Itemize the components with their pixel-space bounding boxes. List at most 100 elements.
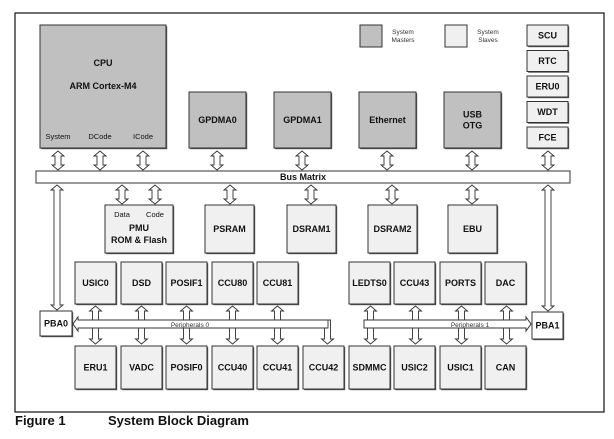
figure-label: Figure 1 [15, 413, 66, 428]
peripheral-ccu40-label: CCU40 [218, 363, 248, 373]
peripheral-posif0-label: POSIF0 [170, 363, 202, 373]
peripheral-vadc-rect [120, 345, 163, 390]
pba1-block: PBA1 [531, 311, 565, 341]
module-rtc-rect [526, 50, 569, 72]
memory-psram: PSRAM [204, 204, 256, 255]
slave-arrow-5 [464, 184, 480, 205]
peripheral-dac-label: DAC [496, 278, 516, 288]
peripheral-ports-label: PORTS [445, 278, 476, 288]
bus-arrow-2 [135, 150, 151, 171]
slave-arrow-1 [147, 184, 163, 205]
peripheral-dsd-label: DSD [132, 278, 152, 288]
peripheral-ccu80-label: CCU80 [218, 278, 248, 288]
pba1-arrow [540, 184, 556, 312]
peripheral-ledts0-rect [348, 261, 391, 305]
cpu-title: CPU [93, 58, 112, 68]
module-eru0-rect [526, 75, 569, 98]
slave-arrow-4 [384, 184, 400, 205]
bus-matrix [35, 170, 571, 184]
pmu-title: PMU [129, 223, 149, 233]
peripheral-ports-rect [439, 261, 482, 305]
peripheral-ccu43-label: CCU43 [400, 278, 430, 288]
peripheral-eru1-label: ERU1 [83, 363, 107, 373]
bus-arrow-7 [540, 150, 556, 171]
peripheral-sdmmc-label: SDMMC [353, 363, 387, 373]
slave-arrow-3 [303, 184, 319, 205]
peripheral-can-rect [484, 345, 527, 390]
peripheral-ccu81: CCU81 [256, 261, 300, 306]
memory-ebu: EBU [447, 204, 499, 255]
peripheral-ledts0: LEDTS0 [348, 261, 392, 306]
peripheral-usic2: USIC2 [393, 345, 437, 391]
peripheral-ccu43-rect [393, 261, 436, 305]
module-scu-rect [526, 24, 569, 47]
memory-dsram1-label: DSRAM1 [292, 224, 330, 234]
pba0-block: PBA0 [39, 310, 74, 338]
peripheral-sdmmc: SDMMC [348, 345, 392, 391]
cpu-subtitle: ARM Cortex-M4 [69, 81, 136, 91]
master-ethernet: Ethernet [358, 91, 418, 150]
legend-masters-swatch [359, 24, 383, 48]
master-gpdma1: GPDMA1 [273, 91, 333, 150]
module-rtc: RTC [526, 50, 570, 73]
pba1-block-label: PBA1 [535, 321, 559, 331]
peripheral-usic0-label: USIC0 [82, 278, 109, 288]
master-ethernet-label: Ethernet [369, 115, 406, 125]
peripheral-posif1-label: POSIF1 [170, 278, 202, 288]
master-gpdma0-label: GPDMA0 [198, 115, 237, 125]
module-scu-label: SCU [538, 31, 557, 41]
cpu-port-icode: ICode [133, 132, 153, 141]
peripheral-ccu80: CCU80 [211, 261, 255, 306]
module-eru0: ERU0 [526, 75, 570, 99]
pba1-block-rect [531, 311, 564, 340]
peripheral-vadc-label: VADC [129, 363, 154, 373]
memory-ebu-rect [447, 204, 498, 254]
peripheral-vadc: VADC [120, 345, 164, 391]
cpu-port-dcode: DCode [88, 132, 111, 141]
master-usb-otg-label: USB [463, 110, 483, 120]
legend-label: System [477, 29, 499, 36]
peripheral-ccu43: CCU43 [393, 261, 437, 306]
peripheral-ledts0-label: LEDTS0 [352, 278, 387, 288]
peripheral-posif1-rect [165, 261, 208, 305]
peripheral-ccu41-rect [256, 345, 299, 390]
module-rtc-label: RTC [538, 56, 557, 66]
memory-dsram2: DSRAM2 [367, 204, 419, 255]
bus-arrow-6 [464, 150, 480, 171]
legend-label: System [392, 29, 414, 36]
master-gpdma1-label: GPDMA1 [283, 115, 322, 125]
peripherals1-label: Peripherals 1 [451, 322, 490, 329]
memory-dsram1: DSRAM1 [286, 204, 338, 255]
pmu-subtitle: ROM & Flash [111, 235, 167, 245]
peripheral-posif1: POSIF1 [165, 261, 209, 306]
peripheral-posif0: POSIF0 [165, 345, 209, 391]
pba0-block-label: PBA0 [44, 319, 68, 329]
memory-dsram2-rect [367, 204, 418, 254]
module-fce: FCE [526, 126, 570, 150]
peripheral-ccu42: CCU42 [302, 345, 346, 391]
legend-label: Masters [391, 37, 415, 44]
master-gpdma0: GPDMA0 [188, 91, 248, 150]
peripheral-ccu81-rect [256, 261, 299, 305]
module-eru0-label: ERU0 [535, 82, 559, 92]
master-ethernet-rect [358, 91, 417, 149]
memory-dsram1-rect [286, 204, 337, 254]
peripheral-dsd: DSD [120, 261, 164, 306]
master-usb-otg-label: OTG [463, 121, 483, 131]
peripheral-usic2-rect [393, 345, 436, 390]
peripheral-usic2-label: USIC2 [401, 363, 428, 373]
peripheral-ccu80-rect [211, 261, 254, 305]
figure-title: System Block Diagram [108, 413, 249, 428]
memory-dsram2-label: DSRAM2 [373, 224, 411, 234]
peripheral-ports: PORTS [439, 261, 483, 306]
peripheral-eru1: ERU1 [74, 345, 118, 391]
peripheral-dac: DAC [484, 261, 528, 306]
peripheral-usic0-rect [74, 261, 117, 305]
pmu-port-code: Code [146, 210, 164, 219]
peripheral-dsd-rect [120, 261, 163, 305]
bus-arrow-5 [379, 150, 395, 171]
